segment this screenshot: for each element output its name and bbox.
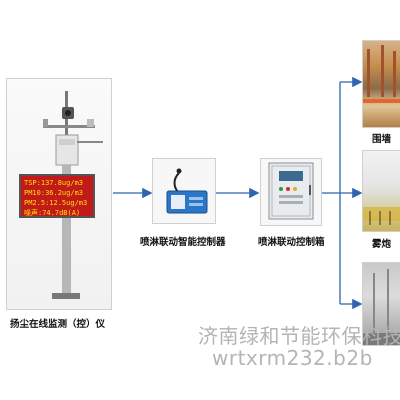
monitor-tower-illustration [43,91,103,299]
monitor-caption: 扬尘在线监测（控）仪 [10,319,106,330]
smart-controller-illustration [166,168,208,214]
output-photo-wall [362,40,400,128]
smart-controller-caption: 喷淋联动智能控制器 [140,237,226,248]
watermark-line-1: 济南绿和节能环保科技 [198,324,400,348]
control-box-illustration [268,162,314,220]
output-caption-fog-cannon: 雾炮 [372,239,392,250]
control-box-panel [260,158,322,226]
monitor-panel: TSP:137.8ug/m3 PM10:36.2ug/m3 PM2.5:12.5… [6,78,112,310]
led-line-pm25: PM2.5:12.5ug/m3 [24,199,88,207]
led-line-noise: 噪声:74.7dB(A) [24,209,81,217]
led-line-pm10: PM10:36.2ug/m3 [24,189,84,197]
watermark-line-2: wrtxrm232.b2b [212,346,373,370]
output-photo-fog-cannon [362,150,400,232]
led-line-tsp: TSP:137.8ug/m3 [24,179,84,187]
output-caption-wall: 围墙 [372,134,392,145]
smart-controller-panel [152,158,216,224]
led-display: TSP:137.8ug/m3 PM10:36.2ug/m3 PM2.5:12.5… [19,174,95,218]
output-photo-spray [362,262,400,346]
control-box-caption: 喷淋联动控制箱 [258,237,325,248]
